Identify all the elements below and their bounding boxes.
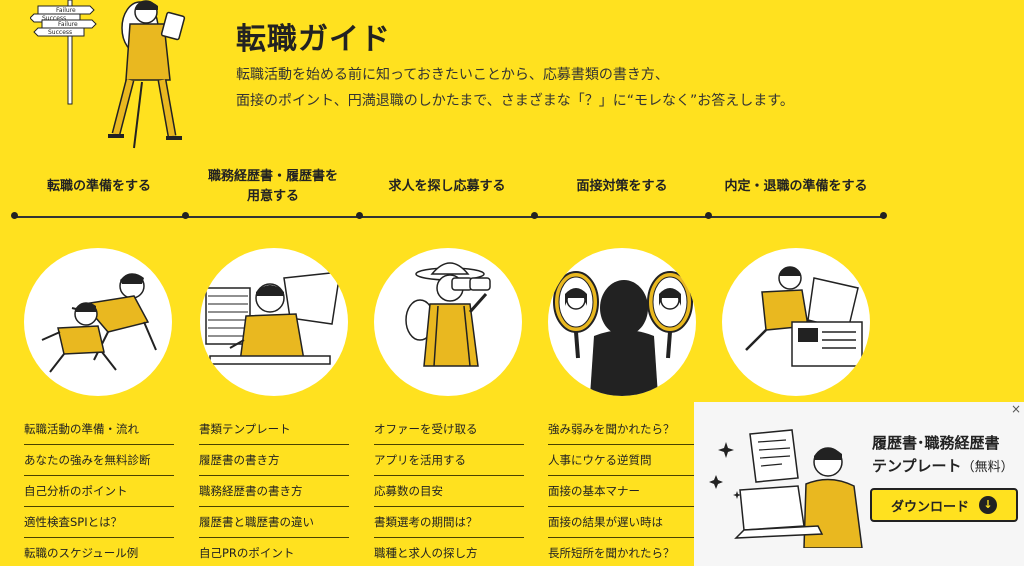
banner-title-line: 履歴書･職務経歴書 — [872, 434, 1000, 452]
link-list-documents: 書類テンプレート 履歴書の書き方 職務経歴書の書き方 履歴書と職歴書の違い 自己… — [199, 414, 349, 566]
timeline-dot — [182, 212, 189, 219]
download-button[interactable]: ダウンロード ↓ — [870, 488, 1018, 522]
list-item-link[interactable]: あなたの強みを無料診断 — [24, 445, 174, 476]
intro-text: 転職活動を始める前に知っておきたいことから、応募書類の書き方、 面接のポイント、… — [236, 62, 794, 114]
list-item-link[interactable]: 転職のスケジュール例 — [24, 538, 174, 566]
step-heading-prepare[interactable]: 転職の準備をする — [46, 179, 151, 194]
download-icon: ↓ — [979, 496, 997, 514]
illustration-binocular-searcher[interactable] — [374, 248, 522, 396]
intro-line: 面接のポイント、円満退職のしかたまで、さまざまな「？」に“モレなく”お答えします… — [236, 93, 794, 109]
banner-title-line: テンプレート（無料） — [872, 457, 1014, 475]
list-item-link[interactable]: 長所短所を聞かれたら？ — [548, 538, 698, 566]
step-heading-offer[interactable]: 内定・退職の準備をする — [724, 179, 868, 194]
sign-label: Success — [42, 15, 66, 22]
list-item-link[interactable]: 自己分析のポイント — [24, 476, 174, 507]
list-item-link[interactable]: 履歴書の書き方 — [199, 445, 349, 476]
step-heading-apply[interactable]: 求人を探し応募する — [388, 179, 506, 194]
illustration-document-writing[interactable] — [200, 248, 348, 396]
intro-line: 転職活動を始める前に知っておきたいことから、応募書類の書き方、 — [236, 67, 669, 83]
timeline-dot — [705, 212, 712, 219]
sign-label: Success — [48, 29, 72, 36]
list-item-link[interactable]: 履歴書と職歴書の違い — [199, 507, 349, 538]
step-tabs: 転職の準備をする 職務経歴書・履歴書を 用意する 求人を探し応募する 面接対策を… — [12, 162, 886, 212]
timeline-line — [12, 216, 886, 218]
sign-label: Failure — [56, 7, 76, 14]
illustration-crawling-people[interactable] — [24, 248, 172, 396]
close-icon[interactable]: × — [1010, 402, 1022, 416]
list-item-link[interactable]: 書類選考の期間は？ — [374, 507, 524, 538]
laptop-user-illustration — [709, 429, 863, 548]
list-item-link[interactable]: 転職活動の準備・流れ — [24, 414, 174, 445]
timeline-dot — [531, 212, 538, 219]
hiker-signpost-illustration: Failure Success Failure Success — [30, 0, 186, 149]
page-title: 転職ガイド — [236, 22, 391, 57]
list-item-link[interactable]: 人事にウケる逆質問 — [548, 445, 698, 476]
timeline-dot — [11, 212, 18, 219]
step-heading-documents[interactable]: 職務経歴書・履歴書を 用意する — [207, 169, 338, 204]
timeline-dot — [880, 212, 887, 219]
list-item-link[interactable]: オファーを受け取る — [374, 414, 524, 445]
list-item-link[interactable]: 適性検査SPIとは？ — [24, 507, 174, 538]
link-list-prepare: 転職活動の準備・流れ あなたの強みを無料診断 自己分析のポイント 適性検査SPI… — [24, 414, 174, 566]
illustration-interview-mirrors[interactable] — [548, 248, 696, 396]
link-list-apply: オファーを受け取る アプリを活用する 応募数の目安 書類選考の期間は？ 職種と求… — [374, 414, 524, 566]
list-item-link[interactable]: 応募数の目安 — [374, 476, 524, 507]
list-item-link[interactable]: 強み弱みを聞かれたら？ — [548, 414, 698, 445]
list-item-link[interactable]: アプリを活用する — [374, 445, 524, 476]
list-item-link[interactable]: 職務経歴書の書き方 — [199, 476, 349, 507]
illustration-packing-suitcase[interactable] — [722, 248, 870, 396]
template-download-banner[interactable]: × 履歴書･職務経歴書 テンプレート（無料） ダウンロード ↓ — [694, 402, 1024, 566]
download-button-label: ダウンロード — [890, 499, 969, 515]
sign-label: Failure — [58, 21, 78, 28]
list-item-link[interactable]: 書類テンプレート — [199, 414, 349, 445]
list-item-link[interactable]: 職種と求人の探し方 — [374, 538, 524, 566]
link-list-interview: 強み弱みを聞かれたら？ 人事にウケる逆質問 面接の基本マナー 面接の結果が遅い時… — [548, 414, 698, 566]
step-heading-interview[interactable]: 面接対策をする — [576, 179, 668, 194]
banner-title: 履歴書･職務経歴書 テンプレート（無料） — [872, 432, 1014, 479]
list-item-link[interactable]: 面接の結果が遅い時は — [548, 507, 698, 538]
list-item-link[interactable]: 自己PRのポイント — [199, 538, 349, 566]
timeline-dot — [356, 212, 363, 219]
list-item-link[interactable]: 面接の基本マナー — [548, 476, 698, 507]
